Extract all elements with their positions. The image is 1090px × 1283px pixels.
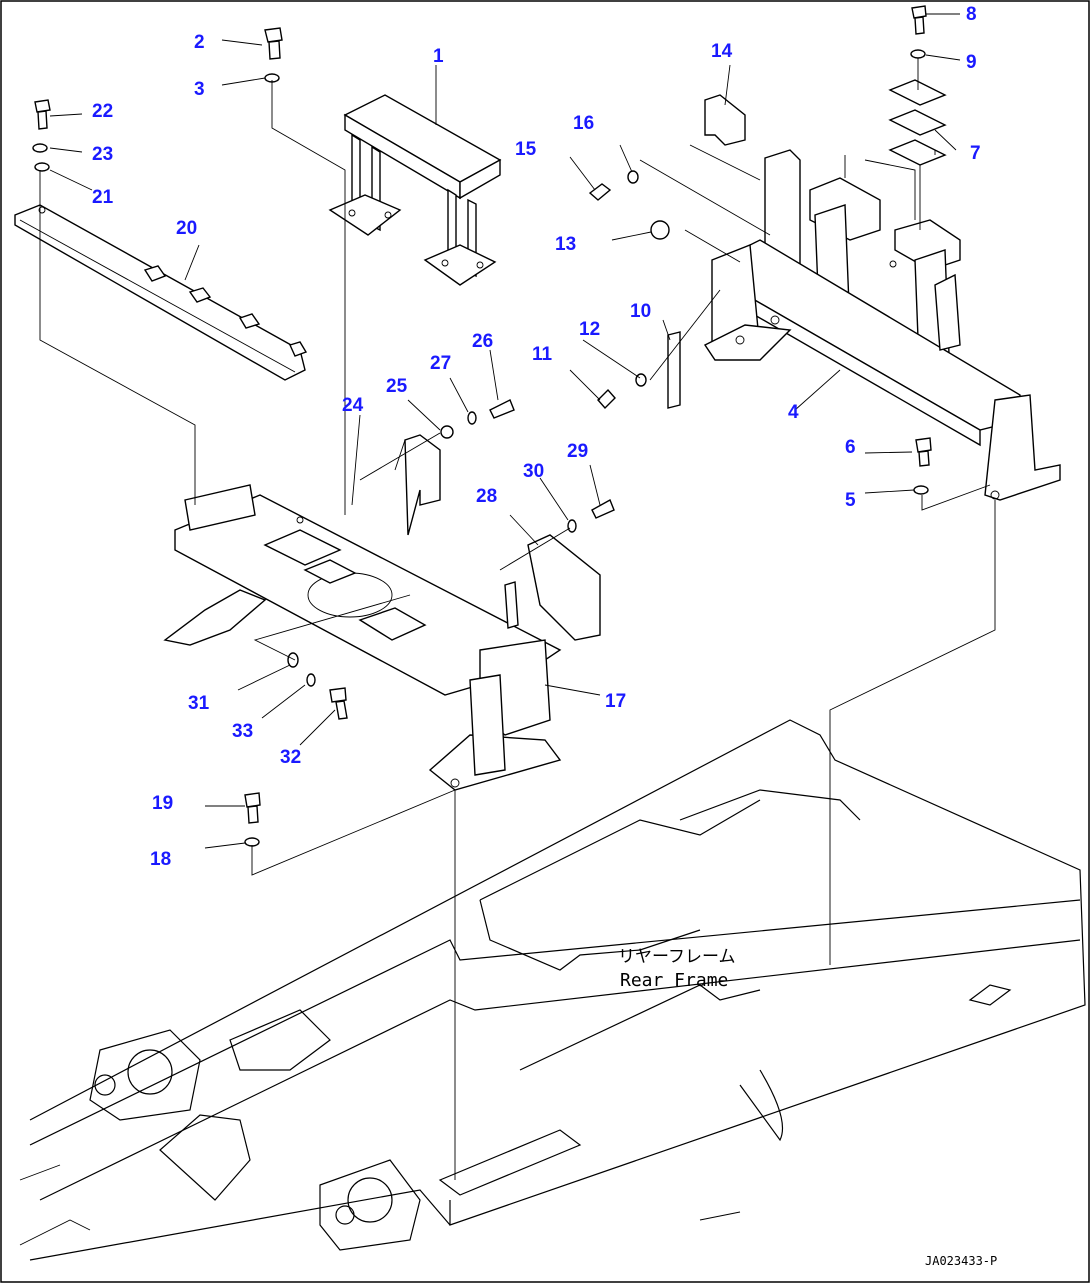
callout-8: 8 bbox=[966, 4, 977, 25]
callout-18: 18 bbox=[150, 849, 171, 870]
callout-20: 20 bbox=[176, 218, 197, 239]
callout-27: 27 bbox=[430, 353, 451, 374]
small-parts-upper-right bbox=[667, 79, 947, 409]
callout-32: 32 bbox=[280, 747, 301, 768]
callout-7: 7 bbox=[970, 143, 981, 164]
callout-3: 3 bbox=[194, 79, 205, 100]
callout-25: 25 bbox=[386, 376, 408, 397]
callout-11: 11 bbox=[532, 344, 553, 365]
assembly-guides bbox=[39, 58, 996, 1180]
cover-part-28 bbox=[527, 534, 601, 641]
callout-16: 16 bbox=[573, 113, 594, 134]
callout-26: 26 bbox=[472, 331, 493, 352]
callout-4: 4 bbox=[788, 402, 799, 423]
callout-17: 17 bbox=[605, 691, 626, 712]
callout-5: 5 bbox=[845, 490, 856, 511]
callout-1: 1 bbox=[433, 46, 444, 67]
frame-label: リヤーフレーム Rear Frame bbox=[618, 947, 735, 991]
callout-15: 15 bbox=[515, 139, 537, 160]
callout-10: 10 bbox=[630, 301, 651, 322]
callout-14: 14 bbox=[711, 41, 733, 62]
callout-29: 29 bbox=[567, 441, 588, 462]
callout-12: 12 bbox=[579, 319, 600, 340]
drawing-code: JA023433-P bbox=[925, 1254, 997, 1268]
callout-28: 28 bbox=[476, 486, 497, 507]
callout-19: 19 bbox=[152, 793, 173, 814]
leader-lines bbox=[49, 13, 961, 849]
callout-22: 22 bbox=[92, 101, 113, 122]
callout-23: 23 bbox=[92, 144, 113, 165]
frame-label-en: Rear Frame bbox=[620, 970, 728, 991]
rear-frame bbox=[19, 719, 1086, 1261]
frame-part-4 bbox=[703, 149, 1061, 501]
callout-21: 21 bbox=[92, 187, 114, 208]
callout-labels: 1 2 3 4 5 6 7 8 9 10 11 12 13 14 15 16 1… bbox=[92, 4, 981, 870]
callout-33: 33 bbox=[232, 721, 253, 742]
callout-30: 30 bbox=[523, 461, 544, 482]
callout-9: 9 bbox=[966, 52, 977, 73]
main-platform-part-17 bbox=[163, 484, 562, 791]
bracket-part-24 bbox=[404, 434, 441, 536]
callout-24: 24 bbox=[342, 395, 364, 416]
callout-2: 2 bbox=[194, 32, 205, 53]
frame-label-jp: リヤーフレーム bbox=[618, 947, 735, 967]
callout-31: 31 bbox=[188, 693, 210, 714]
callout-13: 13 bbox=[555, 234, 576, 255]
stand-part-1 bbox=[328, 94, 502, 286]
callout-6: 6 bbox=[845, 437, 856, 458]
